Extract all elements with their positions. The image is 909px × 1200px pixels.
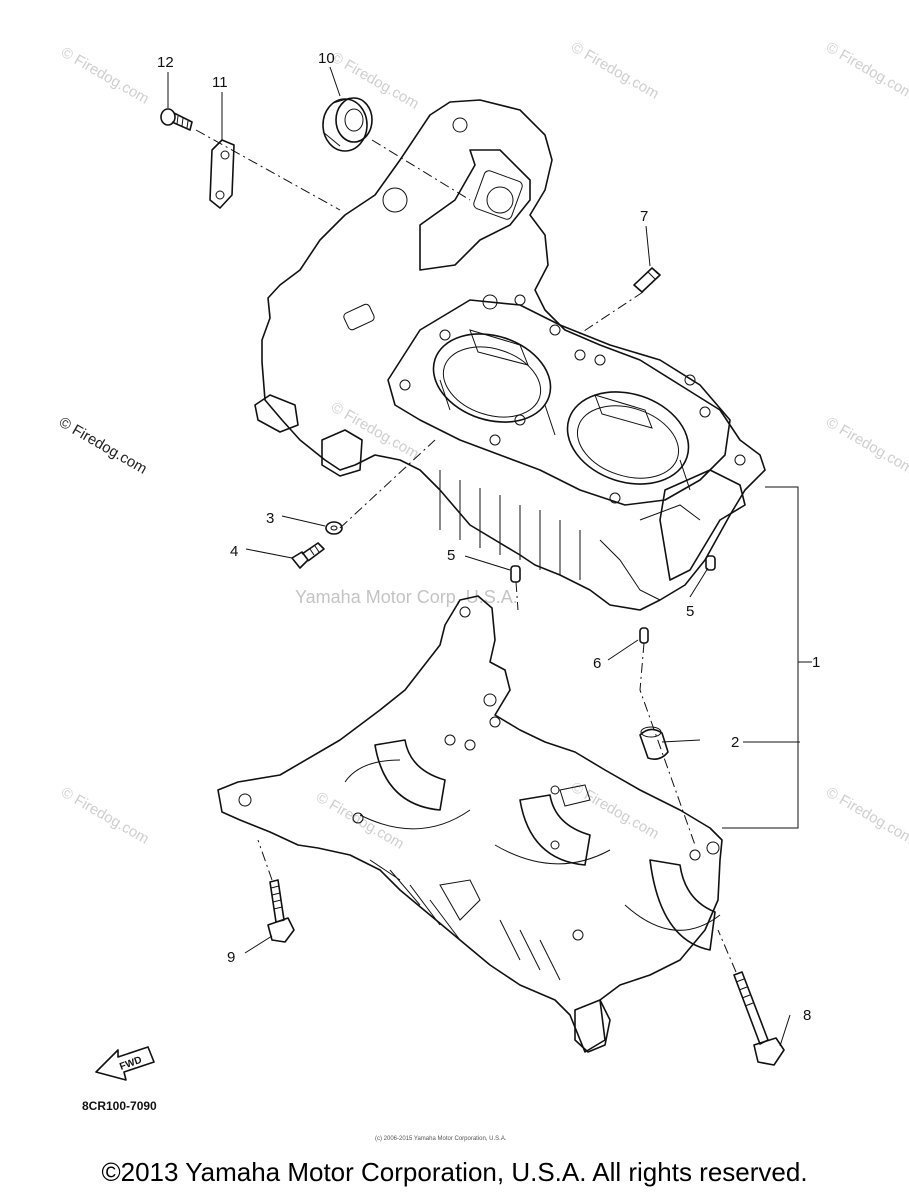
- callout-11: 11: [212, 74, 228, 91]
- part-9-bolt: [267, 879, 295, 943]
- callout-3: 3: [266, 510, 274, 527]
- callout-2: 2: [731, 734, 739, 751]
- leader-lines: [167, 66, 812, 1047]
- watermark-tiny: (c) 2006-2015 Yamaha Motor Corporation, …: [375, 1136, 507, 1142]
- part-3-washer: [325, 521, 343, 535]
- part-6-dowel: [639, 627, 649, 644]
- callout-8: 8: [803, 1007, 811, 1024]
- part-12-bolt: [160, 108, 193, 131]
- watermark-firedog: © Firedog.com: [313, 789, 407, 853]
- part-11-bracket: [209, 139, 235, 209]
- lower-crankcase: [217, 595, 723, 1053]
- part-8-bolt: [733, 971, 785, 1066]
- callout-7: 7: [640, 208, 648, 225]
- part-5-dowel-left: [510, 565, 521, 583]
- assembly-lines: [195, 129, 737, 973]
- callout-6: 6: [593, 655, 601, 672]
- upper-crankcase: [254, 99, 766, 611]
- watermark-firedog: © Firedog.com: [58, 784, 152, 848]
- part-4-bolt: [291, 542, 325, 569]
- watermark-layer: © Firedog.com © Firedog.com © Firedog.co…: [56, 39, 909, 853]
- callout-5-left: 5: [447, 547, 455, 564]
- part-10-bearing: [322, 97, 373, 152]
- watermark-firedog: © Firedog.com: [823, 784, 909, 848]
- callout-1: 1: [812, 654, 820, 671]
- part-2-plug: [639, 726, 669, 760]
- part-7-pin: [633, 267, 661, 293]
- callout-10: 10: [318, 50, 335, 67]
- watermark-firedog-dark: © Firedog.com: [56, 414, 150, 478]
- watermark-firedog: © Firedog.com: [823, 414, 909, 478]
- part-5-dowel-right: [705, 555, 716, 571]
- callout-12: 12: [157, 54, 174, 71]
- diagram-code: 8CR100-7090: [82, 1099, 157, 1113]
- watermark-firedog: © Firedog.com: [568, 39, 662, 103]
- callout-5-right: 5: [686, 603, 694, 620]
- callout-labels: 12 11 10 7 3 4 5 5 6 1 2 9 8: [157, 50, 820, 1024]
- copyright-notice: ©2013 Yamaha Motor Corporation, U.S.A. A…: [101, 1157, 808, 1187]
- fwd-arrow: FWD: [95, 1046, 155, 1081]
- watermark-yamaha-center: Yamaha Motor Corp, U.S.A.: [295, 587, 518, 607]
- callout-4: 4: [230, 543, 238, 560]
- watermark-firedog: © Firedog.com: [58, 44, 152, 108]
- callout-9: 9: [227, 949, 235, 966]
- watermark-firedog: © Firedog.com: [823, 39, 909, 103]
